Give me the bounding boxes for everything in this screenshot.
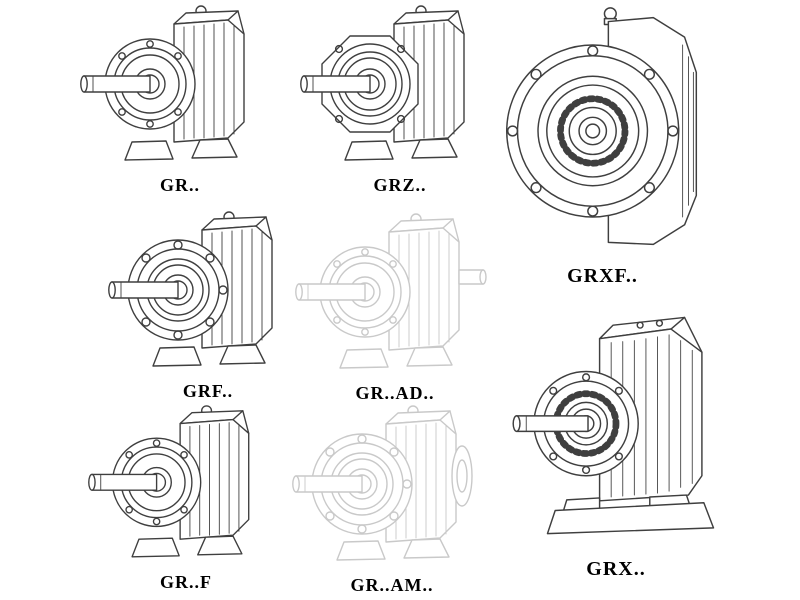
figure-label-grf: GRF..	[182, 381, 234, 401]
figure-label-gr: GR..	[160, 175, 200, 195]
figure-label-grff: GR..F	[160, 571, 212, 592]
figure-label-grz: GRZ..	[373, 175, 427, 195]
figure-label-grx: GRX..	[586, 558, 646, 581]
grx-gearbox-drawing	[505, 302, 727, 545]
figure-label-gram: GR..AM..	[350, 575, 434, 595]
figure-gr: GR..	[80, 0, 280, 195]
figure-grf: GRF..	[108, 206, 308, 401]
figure-label-grad: GR..AD..	[355, 383, 435, 403]
figure-grz: GRZ..	[300, 0, 500, 195]
grff-gearbox-drawing	[88, 400, 284, 569]
figure-grff: GR..F	[88, 400, 284, 592]
figure-grx: GRX..	[505, 302, 727, 579]
grad-gearbox-drawing-ghost	[295, 208, 487, 380]
figure-grxf: GRXF..	[495, 2, 710, 286]
grxf-gearbox-drawing	[495, 2, 710, 258]
grf-gearbox-drawing	[108, 206, 308, 378]
figure-grad: GR..AD..	[295, 208, 495, 403]
figure-label-grxf: GRXF..	[567, 265, 638, 288]
grz-gearbox-drawing	[300, 0, 500, 172]
figure-gram: GR..AM..	[292, 400, 492, 595]
gram-gearbox-drawing-ghost	[292, 400, 473, 572]
gr-gearbox-drawing	[80, 0, 280, 172]
